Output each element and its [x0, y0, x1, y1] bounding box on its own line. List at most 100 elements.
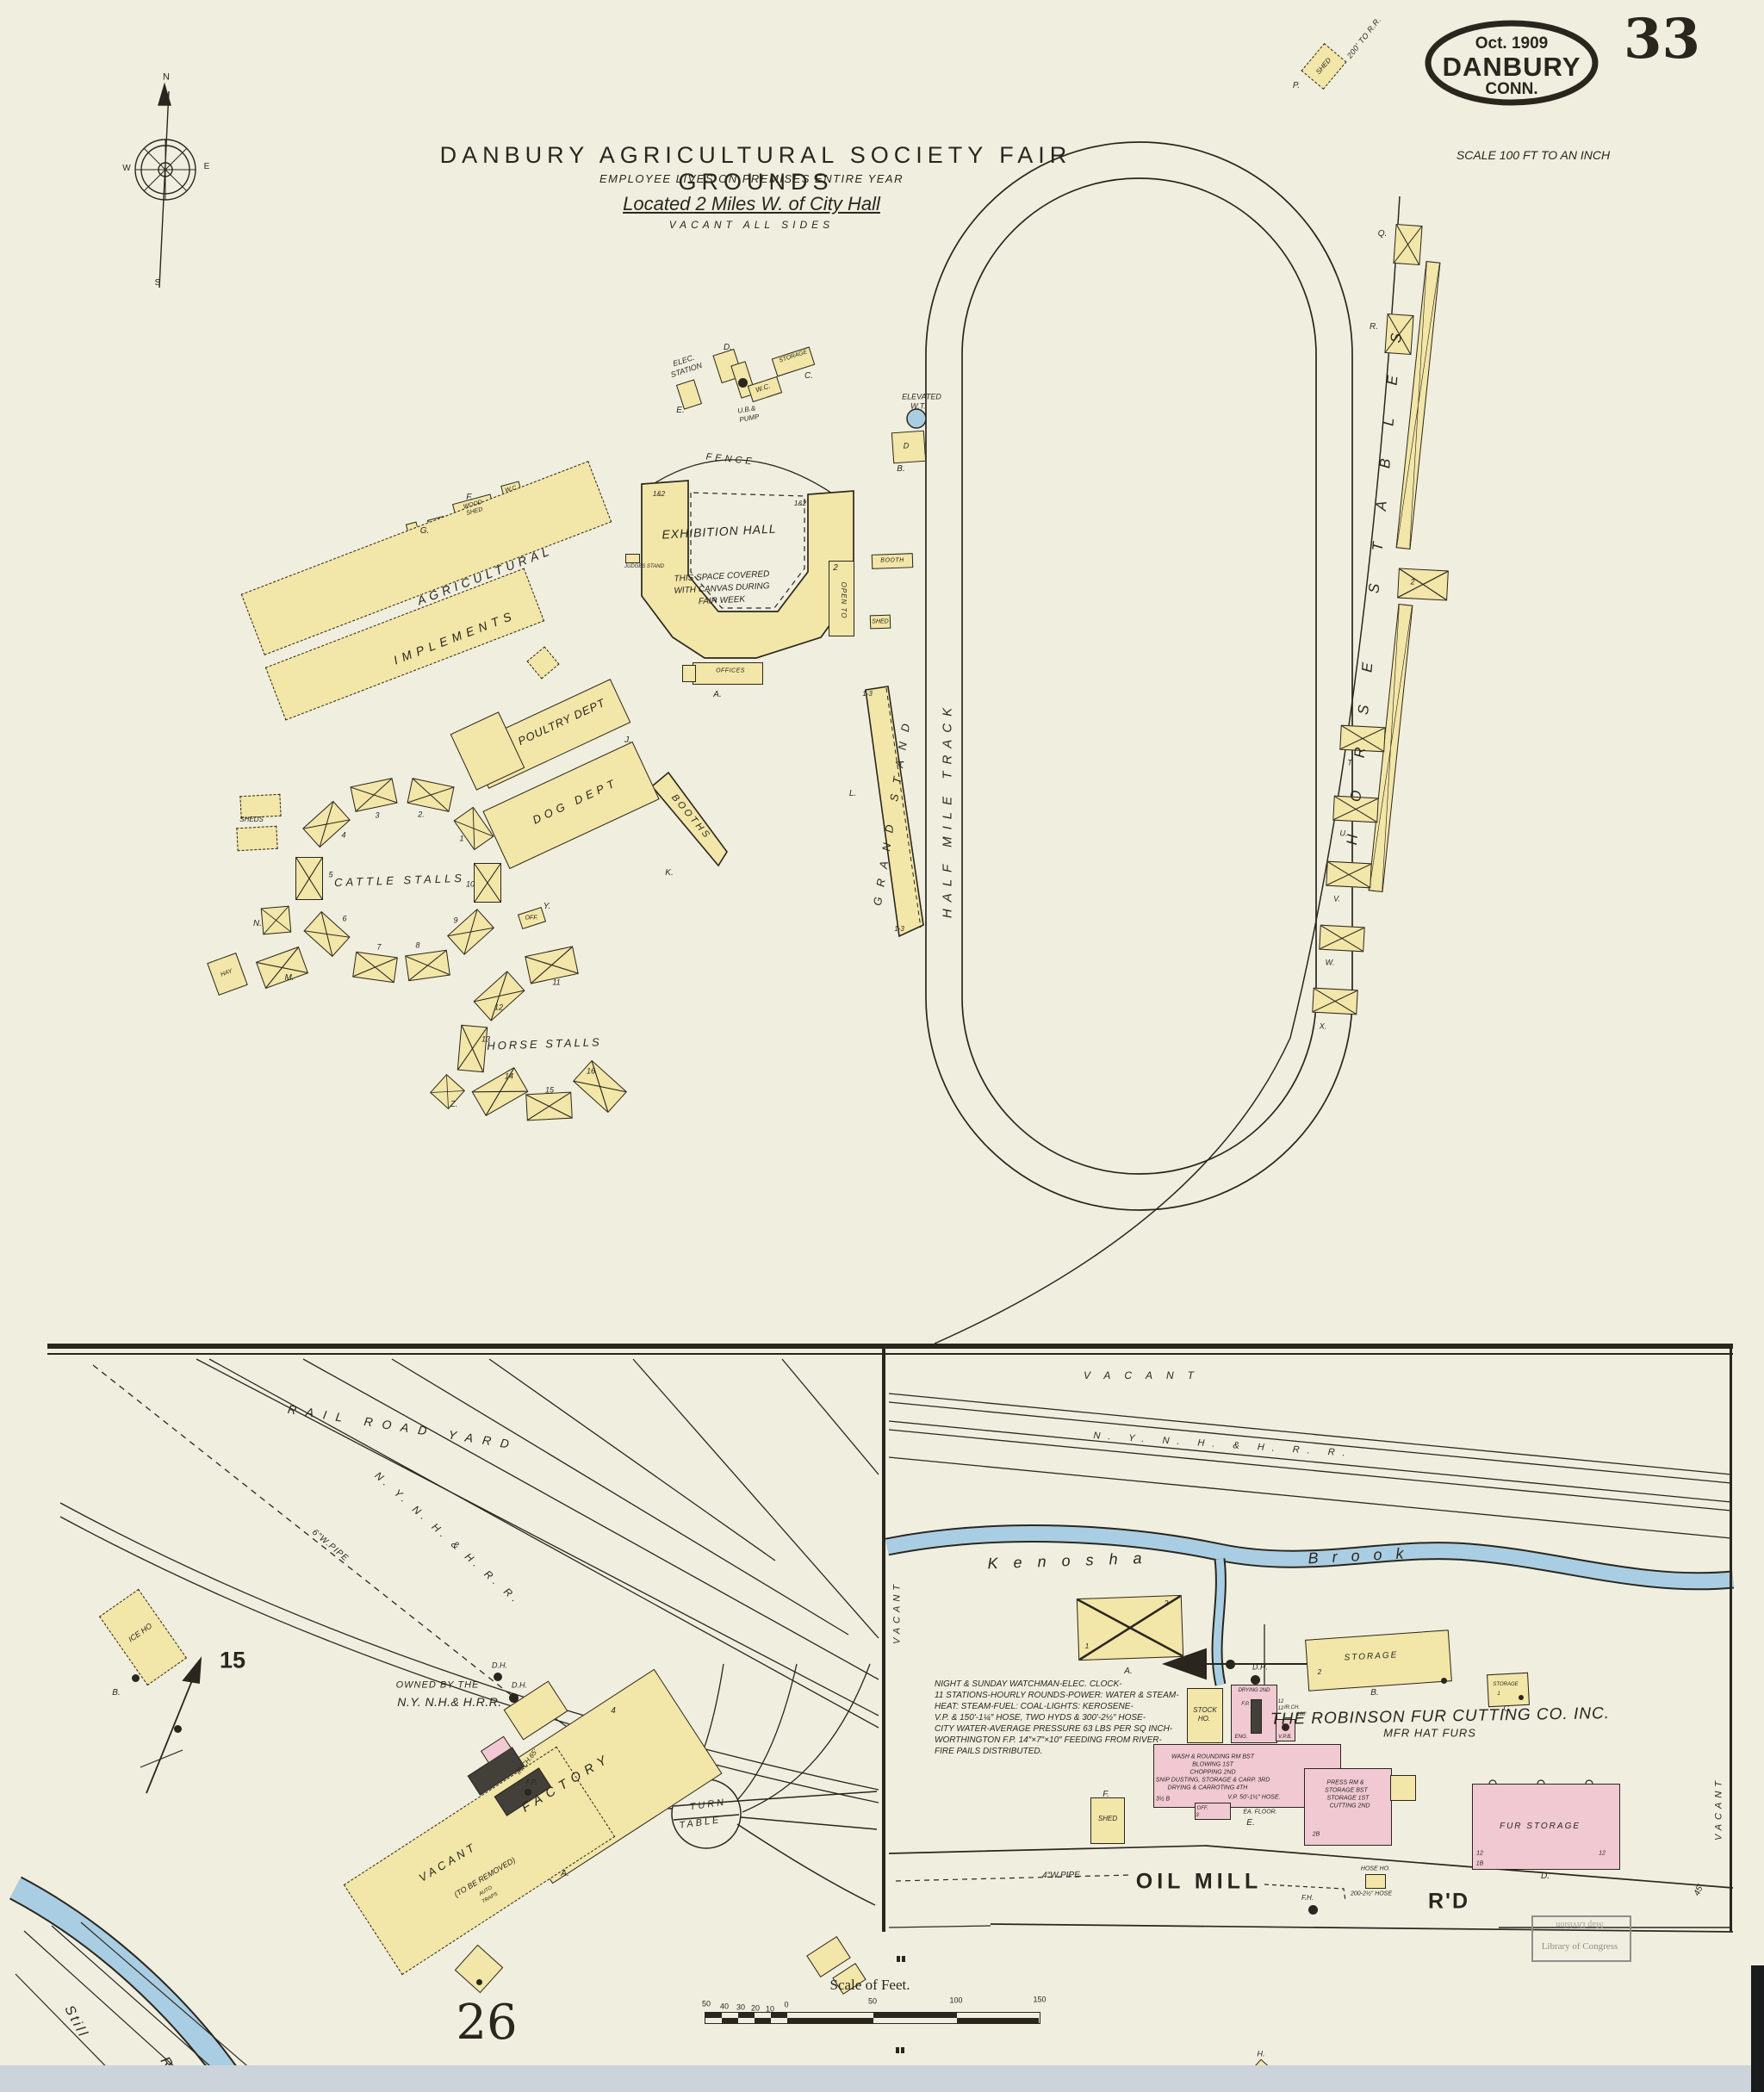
eng: ENG.: [1234, 1735, 1248, 1740]
ice-ho: ICE HO: [127, 1621, 154, 1644]
shed-p-ref: P.: [1292, 81, 1301, 90]
rd: R'D: [1427, 1889, 1470, 1914]
stable-v: [1326, 860, 1372, 888]
dh-2: D.H.: [512, 1680, 527, 1690]
elevated-wt-2: W.T.: [910, 401, 926, 411]
storage-c2: STORAGE: [1493, 1682, 1519, 1687]
stall-5-b: [295, 857, 323, 900]
v-ref: V.: [1333, 894, 1340, 903]
wc2-label: W.C.: [504, 484, 519, 494]
w-ref: W.: [1325, 958, 1335, 967]
pipe-6w: 6″W.PIPE: [309, 1527, 351, 1564]
still: Still: [61, 2002, 91, 2041]
arrow-dot-br: [1225, 1659, 1235, 1669]
ir-ch: IR.CH.65': [514, 1747, 539, 1777]
hall-note-3: FAIR WEEK: [698, 594, 746, 607]
x-ref: X.: [1319, 1021, 1327, 1031]
ch-100: 100': [1296, 1712, 1307, 1717]
off-label: OFF.: [525, 915, 538, 922]
sc-100: 100: [949, 1996, 963, 2005]
vacant-br-right: VACANT: [1713, 1776, 1724, 1841]
stall-16: 16: [586, 1066, 596, 1076]
scale-bar: [705, 2012, 1040, 2024]
vacant-fac: VACANT: [416, 1839, 480, 1885]
ea-floor: EA. FLOOR.: [1243, 1809, 1277, 1816]
exhibition-hall: EXHIBITION HALL: [662, 521, 777, 542]
fence-arc: [647, 459, 835, 495]
a3-1: 1: [1084, 1642, 1090, 1650]
press-4: CUTTING 2ND: [1329, 1803, 1370, 1810]
hall-mk-1: 1&2: [652, 490, 666, 498]
stall-3-b: [350, 778, 398, 812]
drying-bar: [1250, 1699, 1262, 1734]
stall-8: 8: [415, 940, 420, 950]
hay-label: HAY: [220, 968, 233, 978]
y-ref: Y.: [543, 902, 551, 911]
vpb: V.P.B.: [1278, 1735, 1292, 1740]
storage-b-ref: B.: [1370, 1688, 1379, 1698]
h-ref: H.: [1257, 2049, 1265, 2058]
pump-dot: [737, 377, 748, 388]
watch-2: 11 STATIONS-HOURLY ROUNDS-POWER: WATER &…: [935, 1691, 1179, 1700]
map-title: DANBURY AGRICULTURAL SOCIETY FAIR GROUND…: [439, 142, 1072, 195]
sc-40: 40: [719, 2002, 730, 2011]
sc-50r: 50: [867, 1996, 878, 2006]
compass-rose: [134, 82, 196, 289]
stable-x: [1312, 987, 1358, 1015]
shed-p: SHED: [1314, 56, 1333, 77]
dh-3: D.H.: [1252, 1662, 1268, 1672]
compass-n: N: [163, 71, 170, 83]
library-stamp-line1: Map Division: [1556, 1920, 1604, 1929]
bldg-d-ref: D.: [724, 343, 732, 352]
rr-name-br: N. Y. N. H. & H. R. R.: [1093, 1430, 1354, 1460]
fur-storage: FUR STORAGE: [1499, 1822, 1581, 1831]
l-ref: L.: [848, 789, 857, 798]
gs-mk-1: 1-3: [862, 690, 873, 698]
storage-c2-ref: C.: [1503, 1704, 1512, 1713]
dh-dot-1: [494, 1673, 502, 1681]
m-ref: M.: [284, 973, 295, 983]
booths-shape: [650, 771, 728, 867]
scale-note: SCALE 100 FT TO AN INCH: [1456, 148, 1611, 162]
storage-b: STORAGE: [1344, 1650, 1399, 1663]
southeast-map-right-border: [1730, 1344, 1732, 1932]
watch-5: CITY WATER-AVERAGE PRESSURE 63 LBS PER S…: [935, 1724, 1173, 1734]
stamp-city: DANBURY: [1442, 52, 1581, 82]
press-2: STORAGE BST: [1325, 1787, 1368, 1794]
sc-150: 150: [1033, 1995, 1047, 2004]
wash-6: V.P. 50'-1½″ HOSE.: [1227, 1794, 1281, 1801]
storage-b-dot: [1440, 1677, 1447, 1684]
entrance-road: [934, 196, 1401, 1344]
fold-marks: [896, 1956, 905, 2053]
stamp-state: CONN.: [1485, 80, 1538, 98]
bldg-b-ref: B.: [897, 464, 905, 474]
scale-bar-row-top: [705, 2013, 1040, 2018]
watch-4: V.P. & 150'-1¼″ HOSE, TWO HYDS & 300'-2½…: [935, 1713, 1146, 1723]
scale-bar-cell: [738, 2013, 755, 2018]
stall-4: 4: [341, 830, 346, 840]
still-river: [9, 1876, 251, 2092]
press-bldg: [1304, 1768, 1392, 1846]
ir-ch-2: IR.CH.: [1284, 1705, 1300, 1710]
horse-stalls: HORSE STALLS: [487, 1035, 602, 1052]
exhibition-hall-shape: [641, 480, 854, 659]
stall-8-b: [404, 949, 450, 982]
date-stamp-oval: [1425, 20, 1599, 106]
hall-note-2: WITH CANVAS DURING: [674, 581, 770, 596]
gs-mk-2: 1-3: [894, 925, 904, 933]
scale-bar-cell: [705, 2013, 722, 2018]
stable-long-2: [1368, 603, 1413, 892]
oil-mill-road: [888, 1845, 1734, 1933]
stall-7: 7: [376, 942, 382, 952]
stock-2: HO.: [1197, 1715, 1211, 1723]
shed-p-dist: 200' TO R.R.: [1345, 15, 1383, 60]
press-3: STORAGE 1ST: [1326, 1795, 1370, 1802]
sc-0: 0: [784, 2000, 789, 2009]
bl-15: 15: [219, 1647, 246, 1673]
booths-label: BOOTHS: [669, 792, 713, 842]
stable-q: [1392, 223, 1423, 266]
kenosha: Kenosha: [987, 1549, 1158, 1573]
sheet-number: 33: [1623, 7, 1701, 71]
g-ref: G.: [419, 526, 430, 536]
